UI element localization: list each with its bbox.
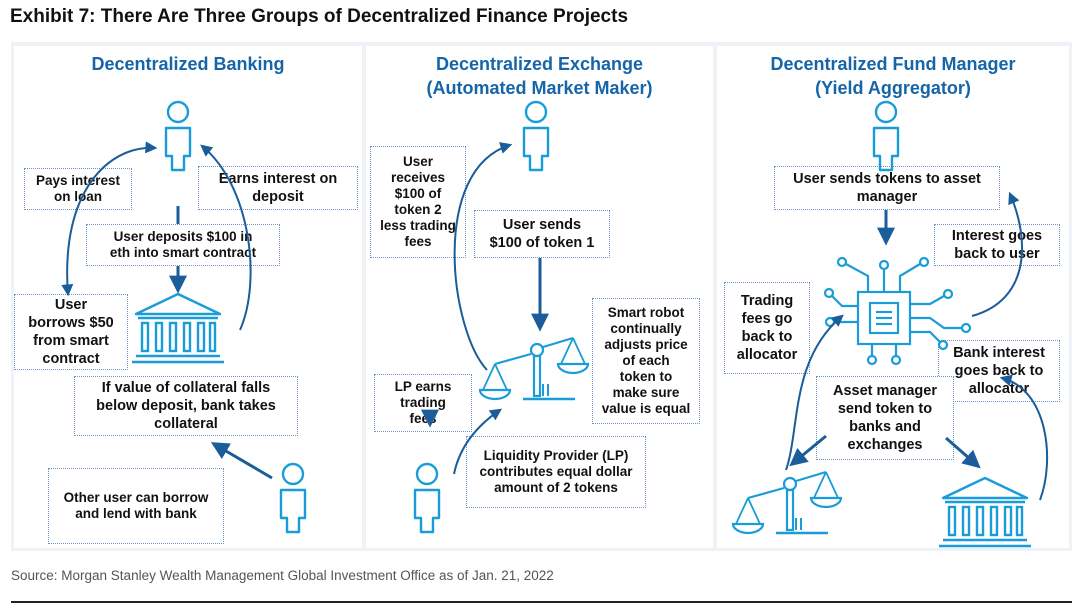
receive-token-arrow (453, 142, 513, 371)
interest-to-user-arrow (971, 191, 1024, 317)
to-exchange-arrow (789, 434, 827, 467)
user-icon (164, 100, 192, 172)
panel-title-line: Decentralized Exchange (435, 54, 644, 74)
box-user-sends: User sends$100 of token 1 (474, 210, 610, 258)
exhibit-title: Exhibit 7: There Are Three Groups of Dec… (10, 6, 629, 27)
user-icon (522, 100, 550, 172)
interest-arrow (200, 144, 252, 331)
source-note: Source: Morgan Stanley Wealth Management… (11, 568, 554, 583)
collateral-arrow (210, 442, 273, 480)
panel-title-line: (Automated Market Maker) (426, 78, 653, 98)
smart-contract-chip-icon (823, 256, 972, 366)
panel-title-line: (Yield Aggregator) (815, 78, 971, 98)
bank-icon (937, 476, 1033, 548)
panel-title-fund-manager: Decentralized Fund Manager (Yield Aggreg… (717, 52, 1069, 100)
panel-title-banking: Decentralized Banking (14, 52, 362, 76)
other-user-icon (279, 462, 307, 534)
scale-icon (478, 336, 590, 401)
bottom-rule (11, 601, 1072, 603)
box-liquidity-provider: Liquidity Provider (LP)contributes equal… (466, 436, 646, 508)
panel-title-line: Decentralized Banking (91, 54, 285, 74)
lp-icon (413, 462, 441, 534)
user-icon (872, 100, 900, 172)
lp-contribute-arrow (453, 408, 502, 475)
bank-interest-arrow (999, 374, 1049, 501)
bank-icon (130, 292, 226, 364)
panel-title-line: Decentralized Fund Manager (770, 54, 1016, 74)
to-bank-arrow (945, 436, 981, 469)
panel-title-exchange: Decentralized Exchange (Automated Market… (366, 52, 713, 100)
loan-arrow (61, 141, 158, 297)
scale-icon (731, 470, 843, 535)
